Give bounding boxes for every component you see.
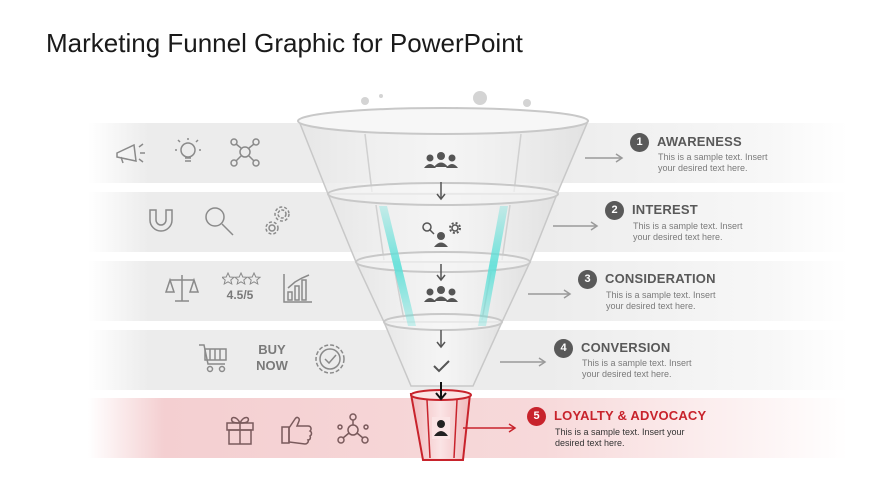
stage-4-desc: This is a sample text. Insert your desir… [582, 358, 712, 380]
stage-5-title: LOYALTY & ADVOCACY [554, 408, 707, 423]
network-icon [230, 138, 260, 167]
stage-3-desc: This is a sample text. Insert your desir… [606, 290, 736, 312]
thumbs-up-icon [281, 416, 313, 445]
stage-4-desc-line2: your desired text here. [582, 369, 672, 379]
stage-1-desc-line1: This is a sample text. Insert [658, 152, 768, 162]
stage-2-desc: This is a sample text. Insert your desir… [633, 221, 763, 243]
magnet-icon [149, 209, 173, 232]
stage-1-desc: This is a sample text. Insert your desir… [658, 152, 788, 174]
stage-3-badge: 3 [578, 270, 597, 289]
stage-5-desc: This is a sample text. Insert your desir… [555, 427, 715, 449]
stage-2-desc-line2: your desired text here. [633, 232, 723, 242]
scale-icon [165, 275, 199, 302]
rating-icon: 4.5/5 [218, 272, 264, 308]
megaphone-icon [116, 143, 145, 164]
stage-5-desc-line1: This is a sample text. Insert your [555, 427, 685, 437]
gift-icon [226, 416, 254, 445]
stage-1-badge: 1 [630, 133, 649, 152]
gears-icon [265, 206, 290, 235]
stage-1-title: AWARENESS [657, 134, 742, 149]
stars-icon [222, 272, 262, 286]
stage-3-desc-line1: This is a sample text. Insert [606, 290, 716, 300]
rating-text: 4.5/5 [226, 288, 254, 302]
stage-4-desc-line1: This is a sample text. Insert [582, 358, 692, 368]
stage-3-desc-line2: your desired text here. [606, 301, 696, 311]
badge-check-icon [315, 344, 345, 374]
buy-now-line1: BUY [258, 342, 286, 357]
stage-1-desc-line2: your desired text here. [658, 163, 748, 173]
buy-now-line2: NOW [256, 358, 288, 373]
stage-2-badge: 2 [605, 201, 624, 220]
buy-now-label: BUY NOW [250, 342, 294, 376]
lightbulb-icon [175, 138, 201, 162]
stage-2-title: INTEREST [632, 202, 698, 217]
stage-5-badge: 5 [527, 407, 546, 426]
page-title: Marketing Funnel Graphic for PowerPoint [46, 28, 523, 58]
stage-4-badge: 4 [554, 339, 573, 358]
bar-chart-icon [283, 274, 312, 303]
network-icon [337, 413, 369, 444]
magnifier-icon [205, 207, 234, 236]
stage-4-title: CONVERSION [581, 340, 671, 355]
stage-5-desc-line2: desired text here. [555, 438, 625, 448]
cart-icon [199, 344, 227, 373]
stage-2-desc-line1: This is a sample text. Insert [633, 221, 743, 231]
stage-3-title: CONSIDERATION [605, 271, 716, 286]
